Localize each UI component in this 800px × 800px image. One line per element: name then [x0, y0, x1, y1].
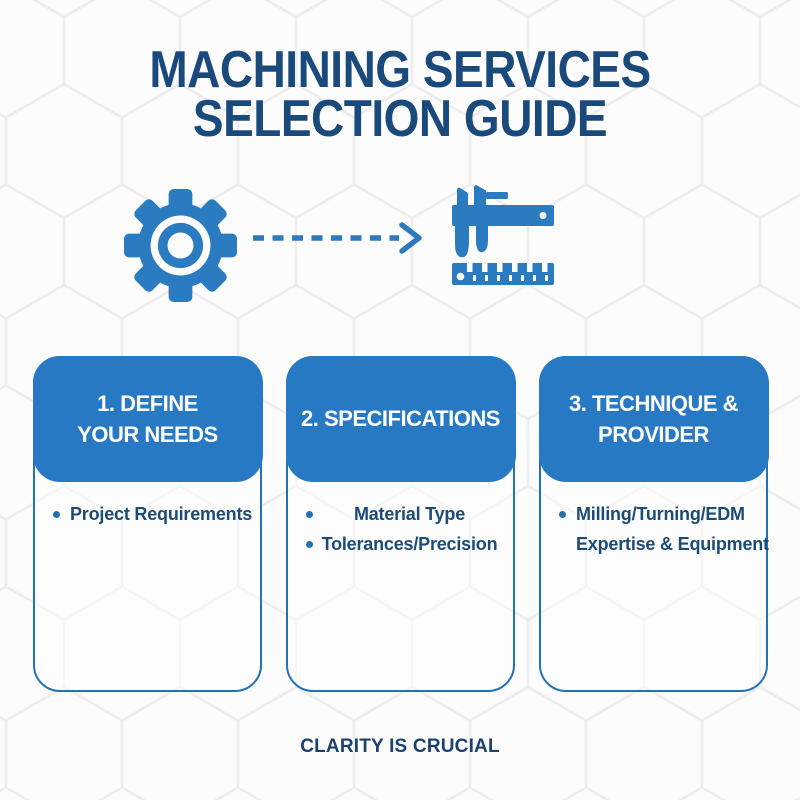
list-item-text: Milling/Turning/EDM Expertise & Equipmen… — [576, 499, 769, 559]
card-technique-provider: 3. TECHNIQUE & PROVIDER Milling/Turning/… — [538, 355, 769, 692]
card-1-list: Project Requirements — [35, 499, 260, 529]
caliper-icon — [452, 185, 554, 285]
bullet-icon — [559, 510, 566, 518]
gear-icon — [124, 189, 237, 302]
card-1-title-line-1: 1. DEFINE — [97, 390, 198, 416]
page-title-line-2: SELECTION GUIDE — [192, 89, 608, 148]
list-item: Tolerances/Precision — [288, 529, 513, 559]
card-specifications: 2. SPECIFICATIONS Material Type Toleranc… — [285, 355, 516, 692]
page-title: MACHINING SERVICES SELECTION GUIDE — [0, 39, 800, 148]
card-1-title-line-2: YOUR NEEDS — [77, 421, 218, 447]
bullet-icon — [306, 540, 313, 548]
list-item-text: Material Type — [353, 504, 466, 524]
card-2-header: 2. SPECIFICATIONS — [285, 355, 516, 482]
card-define-your-needs: 1. DEFINE YOUR NEEDS Project Requirement… — [32, 355, 263, 692]
bullet-icon — [53, 510, 60, 518]
bullet-icon — [306, 510, 313, 518]
card-3-title-line-1: 3. TECHNIQUE & — [568, 390, 739, 416]
list-item: Material Type — [288, 499, 513, 529]
card-3-header: 3. TECHNIQUE & PROVIDER — [538, 355, 769, 482]
list-item-text-line-1: Milling/Turning/EDM — [576, 504, 745, 524]
list-item-text-line-2: Expertise & Equipment — [576, 534, 769, 554]
card-1-header: 1. DEFINE YOUR NEEDS — [32, 355, 263, 482]
card-3-list: Milling/Turning/EDM Expertise & Equipmen… — [541, 499, 769, 559]
list-item: Milling/Turning/EDM Expertise & Equipmen… — [541, 499, 769, 559]
list-item-text: Project Requirements — [70, 504, 253, 524]
footer-tagline: CLARITY IS CRUCIAL — [300, 736, 500, 757]
page-title-line-1: MACHINING SERVICES — [149, 39, 651, 98]
list-item-text: Tolerances/Precision — [321, 534, 498, 554]
card-2-title-line-1: 2. SPECIFICATIONS — [301, 406, 500, 431]
card-3-title-line-2: PROVIDER — [598, 421, 709, 447]
card-2-list: Material Type Tolerances/Precision — [288, 499, 513, 559]
dashed-arrow-icon — [253, 222, 422, 254]
list-item: Project Requirements — [35, 499, 260, 529]
